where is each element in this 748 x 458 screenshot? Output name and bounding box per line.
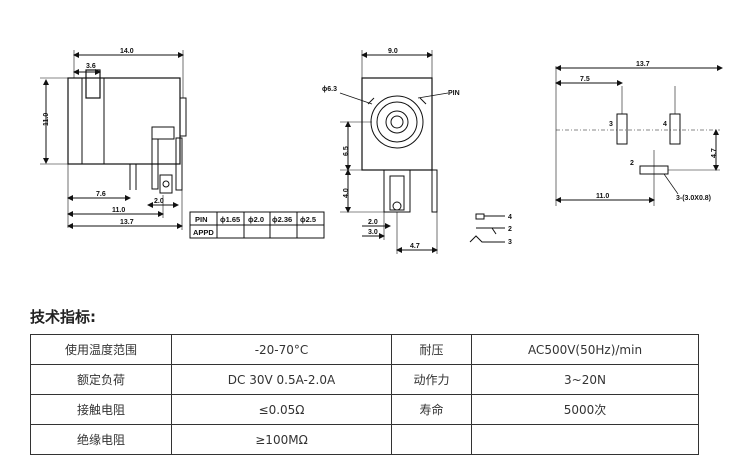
spec-value <box>471 424 699 455</box>
footprint-pad-2: 2 <box>630 160 634 167</box>
dim-side-top-offset: 3.6 <box>86 63 96 70</box>
dim-side-height: 11.0 <box>43 113 50 126</box>
schematic-pin-2: 2 <box>508 226 512 233</box>
dim-front-pin-width: 2.0 <box>368 219 378 226</box>
dim-footprint-bottom: 11.0 <box>596 193 609 200</box>
spec-row: 接触电阻 ≤0.05Ω 寿命 5000次 <box>30 394 699 425</box>
spec-label <box>391 424 472 455</box>
pin-table-row-label: APPD <box>193 228 214 237</box>
pin-table-header-4: ϕ2.5 <box>300 215 316 224</box>
spec-value: 5000次 <box>471 394 699 425</box>
spec-row: 绝缘电阻 ≥100MΩ <box>30 424 699 455</box>
pin-table-header-0: PIN <box>195 215 208 224</box>
spec-row: 额定负荷 DC 30V 0.5A-2.0A 动作力 3~20N <box>30 364 699 395</box>
spec-value: ≤0.05Ω <box>171 394 392 425</box>
front-view <box>339 50 449 254</box>
spec-row: 使用温度范围 -20-70°C 耐压 AC500V(50Hz)/min <box>30 334 699 365</box>
schematic-symbol <box>469 213 505 243</box>
side-view <box>40 50 187 230</box>
dim-footprint-offset: 7.5 <box>580 76 590 83</box>
dim-side-total-width: 14.0 <box>120 48 134 55</box>
spec-label: 接触电阻 <box>30 394 172 425</box>
dim-front-lower-height: 4.0 <box>343 188 350 198</box>
dim-footprint-vertical: 4.7 <box>711 148 718 158</box>
dim-side-pin-gap: 2.0 <box>154 198 164 205</box>
pin-size-table <box>189 211 325 239</box>
pin-table-header-1: ϕ1.65 <box>220 215 240 224</box>
dim-footprint-width: 13.7 <box>636 61 650 68</box>
spec-value: ≥100MΩ <box>171 424 392 455</box>
spec-label: 耐压 <box>391 334 472 365</box>
front-pin-label: PIN <box>448 90 460 97</box>
dim-front-width: 9.0 <box>388 48 398 55</box>
dim-front-pin-width2: 3.0 <box>368 229 378 236</box>
pin-table-header-3: ϕ2.36 <box>272 215 292 224</box>
spec-value: -20-70°C <box>171 334 392 365</box>
pcb-footprint <box>555 65 723 206</box>
footprint-pad-4: 4 <box>663 121 667 128</box>
technical-drawing: 14.0 3.6 11.0 7.6 2.0 11.0 13.7 PIN ϕ1.6… <box>40 48 723 254</box>
dim-front-pin-offset: 4.7 <box>410 243 420 250</box>
spec-label: 绝缘电阻 <box>30 424 172 455</box>
schematic-pin-3: 3 <box>508 239 512 246</box>
dim-side-pin-span: 11.0 <box>112 207 125 214</box>
spec-value: DC 30V 0.5A-2.0A <box>171 364 392 395</box>
dim-side-pin-offset: 7.6 <box>96 191 106 198</box>
dim-front-hole-height: 6.5 <box>343 146 350 156</box>
dim-front-hole-diameter: ϕ6.3 <box>322 86 337 93</box>
spec-value: AC500V(50Hz)/min <box>471 334 699 365</box>
dim-side-overall: 13.7 <box>120 219 134 226</box>
spec-label: 寿命 <box>391 394 472 425</box>
spec-title: 技术指标: <box>30 308 96 326</box>
footprint-pad-3: 3 <box>609 121 613 128</box>
schematic-pin-4: 4 <box>508 214 512 221</box>
spec-label: 额定负荷 <box>30 364 172 395</box>
spec-table: 使用温度范围 -20-70°C 耐压 AC500V(50Hz)/min 额定负荷… <box>30 334 699 455</box>
pin-table-header-2: ϕ2.0 <box>248 215 264 224</box>
spec-label: 动作力 <box>391 364 472 395</box>
spec-label: 使用温度范围 <box>30 334 172 365</box>
spec-value: 3~20N <box>471 364 699 395</box>
footprint-slot-label: 3-(3.0X0.8) <box>676 195 711 202</box>
